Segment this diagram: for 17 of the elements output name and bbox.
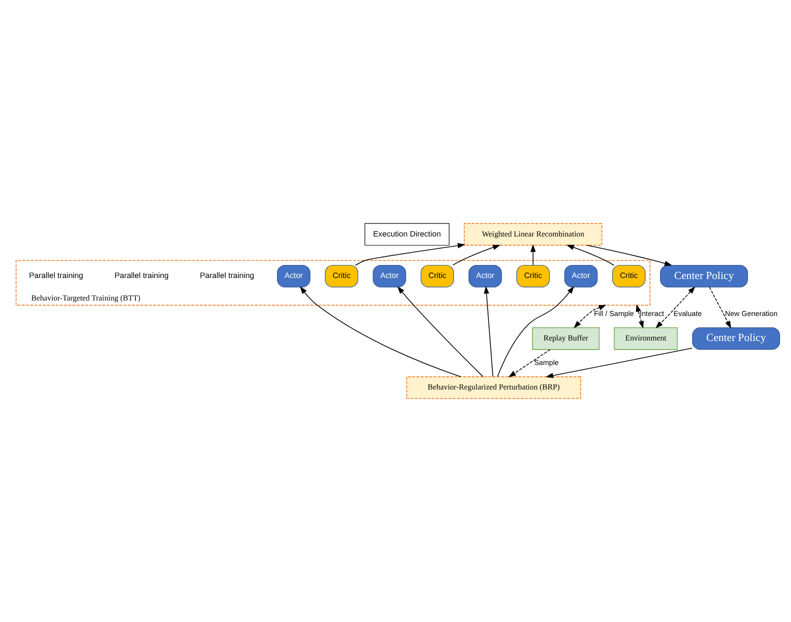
arrow — [566, 244, 614, 266]
arrow — [300, 286, 462, 378]
node-box: Center Policy — [660, 264, 748, 288]
node-box: Center Policy — [692, 327, 780, 350]
arrow — [484, 286, 494, 378]
arrow — [546, 348, 693, 378]
arrow — [508, 349, 551, 378]
arrow — [655, 286, 696, 329]
arrow — [709, 286, 732, 329]
arrow — [530, 244, 536, 266]
arrow — [586, 244, 672, 266]
arrow — [355, 243, 466, 266]
arrow — [397, 286, 484, 378]
arrow — [452, 244, 500, 266]
arrow — [497, 286, 574, 378]
arrow — [574, 304, 606, 328]
arrow — [636, 304, 644, 329]
